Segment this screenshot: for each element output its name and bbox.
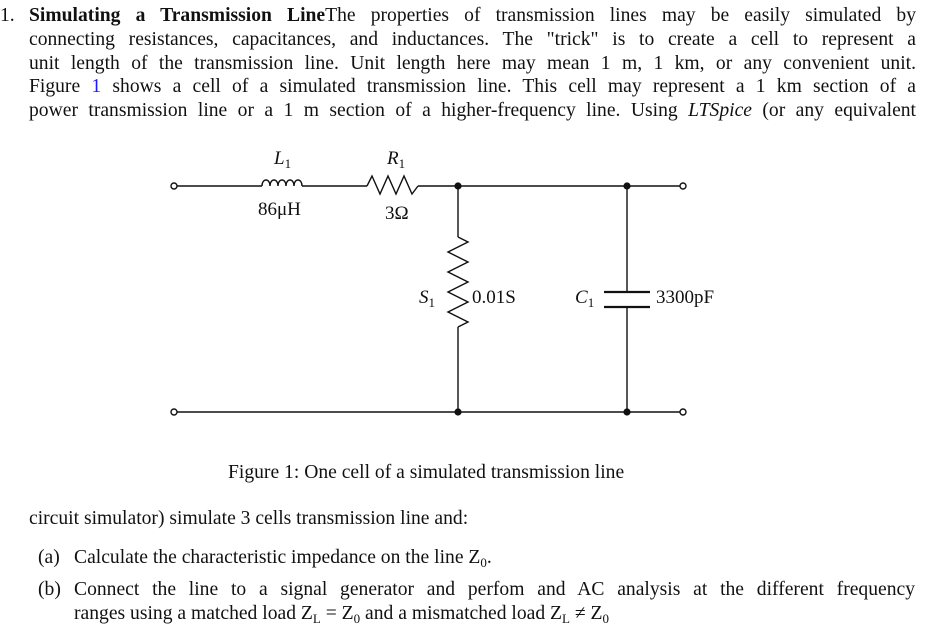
task-a-text: Calculate the characteristic impedance o… bbox=[74, 547, 481, 568]
resistor-subscript: 1 bbox=[398, 156, 406, 171]
task-b-text: ranges using a matched load Z bbox=[74, 602, 313, 624]
problem-paragraph: 1. Simulating a Transmission LineThe prop… bbox=[0, 4, 916, 123]
resistor-symbol: R bbox=[387, 148, 399, 169]
inductor-value: 86μH bbox=[258, 199, 301, 220]
terminal-open-icon bbox=[170, 182, 178, 190]
subscript-L: L bbox=[562, 610, 570, 626]
figure-caption: Figure 1: One cell of a simulated transm… bbox=[228, 462, 625, 483]
conductance-value: 0.01S bbox=[472, 287, 516, 308]
equals-sign: = bbox=[320, 602, 342, 624]
conductance-symbol: S bbox=[419, 287, 429, 308]
inductor-symbol: L bbox=[274, 148, 285, 169]
z-symbol: Z bbox=[341, 602, 354, 624]
circuit-diagram: L1 86μH R1 3Ω S1 0.01S C1 3300pF bbox=[0, 140, 930, 440]
capacitor-symbol: C bbox=[575, 287, 588, 308]
software-name: LTSpice bbox=[688, 100, 752, 122]
paragraph-line-5: power transmission line or a 1 m section… bbox=[0, 99, 916, 123]
circuit-schematic bbox=[170, 174, 687, 416]
not-equal-sign: ≠ bbox=[569, 602, 591, 624]
conductance-label: S1 bbox=[419, 287, 435, 311]
inductor-label: L1 bbox=[274, 148, 291, 172]
terminal-open-icon bbox=[679, 182, 687, 190]
figure-reference-link[interactable]: 1 bbox=[91, 76, 102, 98]
problem-number: 1. bbox=[0, 5, 15, 26]
junction-dot-icon bbox=[623, 408, 631, 416]
conductance-zigzag-icon bbox=[446, 236, 470, 328]
task-b: (b) Connect the line to a signal generato… bbox=[38, 578, 915, 631]
task-a-subscript: 0 bbox=[480, 555, 487, 570]
paragraph-text: shows a cell of a simulated transmission… bbox=[112, 76, 917, 98]
task-a-period: . bbox=[486, 547, 492, 568]
capacitor-label: C1 bbox=[575, 287, 594, 311]
subscript-0: 0 bbox=[353, 610, 361, 626]
task-b-text: Connect the line to a signal generator a… bbox=[74, 579, 915, 600]
figure-word: Figure bbox=[29, 76, 81, 98]
inductor-coil-icon bbox=[261, 179, 303, 187]
junction-dot-icon bbox=[454, 408, 462, 416]
paragraph-text: The properties of transmission lines may… bbox=[325, 5, 916, 26]
problem-title: Simulating a Transmission Line bbox=[29, 5, 326, 26]
task-b-label: (b) bbox=[38, 579, 61, 600]
task-b-line-2: ranges using a matched load ZL = Z0 and … bbox=[38, 602, 915, 631]
task-a-label: (a) bbox=[38, 547, 60, 568]
continuation-text: circuit simulator) simulate 3 cells tran… bbox=[29, 508, 469, 529]
paragraph-text: (or any equivalent bbox=[762, 100, 917, 122]
capacitor-subscript: 1 bbox=[587, 295, 595, 310]
resistor-value: 3Ω bbox=[385, 203, 409, 224]
paragraph-line-2: connecting resistances, capacitances, an… bbox=[29, 28, 916, 50]
task-b-text: and a mismatched load Z bbox=[360, 602, 563, 624]
task-a-line: (a) Calculate the characteristic impedanc… bbox=[38, 546, 915, 575]
subscript-0: 0 bbox=[602, 610, 610, 626]
terminal-open-icon bbox=[679, 408, 687, 416]
resistor-zigzag-icon bbox=[366, 174, 419, 196]
z-symbol: Z bbox=[590, 602, 603, 624]
terminal-open-icon bbox=[170, 408, 178, 416]
paragraph-line-4: Figure 1 shows a cell of a simulated tra… bbox=[0, 75, 916, 99]
junction-dot-icon bbox=[454, 182, 462, 190]
subscript-L: L bbox=[312, 610, 321, 626]
conductance-subscript: 1 bbox=[428, 295, 436, 310]
junction-dot-icon bbox=[623, 182, 631, 190]
task-a: (a) Calculate the characteristic impedanc… bbox=[38, 546, 915, 575]
resistor-label: R1 bbox=[387, 148, 405, 172]
inductor-subscript: 1 bbox=[284, 156, 292, 171]
paragraph-line-3: unit length of the transmission line. Un… bbox=[29, 52, 916, 74]
capacitor-value: 3300pF bbox=[656, 287, 715, 308]
task-b-line-1: (b) Connect the line to a signal generato… bbox=[38, 578, 915, 602]
paragraph-line-1: 1. Simulating a Transmission LineThe prop… bbox=[0, 4, 916, 28]
paragraph-text: power transmission line or a 1 m section… bbox=[29, 100, 678, 122]
